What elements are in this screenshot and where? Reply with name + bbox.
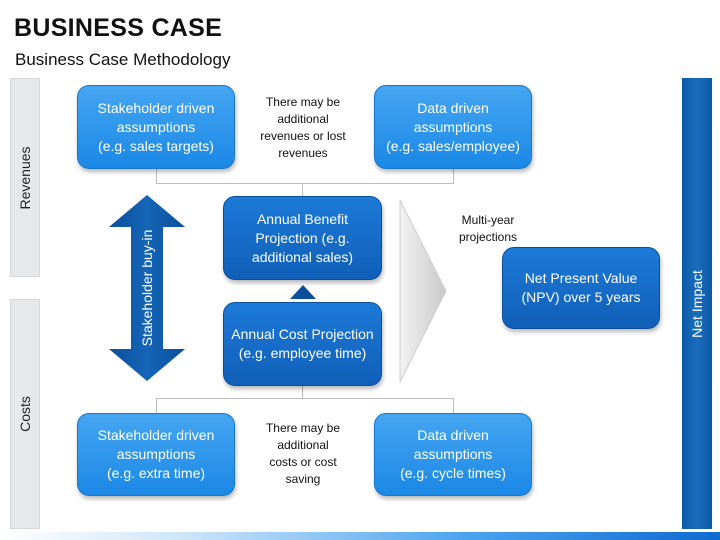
bottom-connector-right — [453, 398, 454, 414]
revenue-data-assumptions-box: Data driven assumptions (e.g. sales/empl… — [374, 85, 532, 169]
top-connector-horizontal — [156, 183, 454, 184]
net-impact-label-text: Net Impact — [689, 269, 705, 338]
revenue-note: There may be additional revenues or lost… — [260, 95, 346, 160]
up-triangle-icon — [290, 285, 316, 299]
annual-benefit-projection-text: Annual Benefit Projection (e.g. addition… — [251, 210, 354, 265]
revenues-side-label: Revenues — [10, 78, 40, 277]
cost-note: There may be additional costs or cost sa… — [265, 421, 341, 486]
cost-stakeholder-assumptions-text: Stakeholder driven assumptions (e.g. ext… — [97, 427, 215, 481]
revenue-stakeholder-assumptions-box: Stakeholder driven assumptions (e.g. sal… — [77, 85, 235, 169]
annual-cost-projection-text: Annual Cost Projection (e.g. employee ti… — [231, 326, 374, 361]
top-connector-right — [453, 168, 454, 184]
revenue-stakeholder-assumptions-text: Stakeholder driven assumptions (e.g. sal… — [97, 99, 215, 154]
revenues-label-text: Revenues — [17, 145, 33, 210]
top-connector-center — [302, 183, 303, 197]
bottom-connector-center — [302, 385, 303, 399]
costs-label-text: Costs — [17, 396, 33, 432]
annual-cost-projection-box: Annual Cost Projection (e.g. employee ti… — [223, 302, 382, 386]
double-arrow-shape — [109, 195, 185, 381]
bottom-connector-left — [156, 398, 157, 414]
bottom-decorative-band — [0, 532, 720, 540]
cost-stakeholder-assumptions-box: Stakeholder driven assumptions (e.g. ext… — [77, 413, 235, 496]
costs-side-label: Costs — [10, 299, 40, 529]
page-subtitle: Business Case Methodology — [15, 50, 231, 69]
stakeholder-buy-in-arrow — [109, 195, 185, 381]
multi-year-projections-note: Multi-year projections — [458, 213, 518, 244]
annual-benefit-projection-box: Annual Benefit Projection (e.g. addition… — [223, 196, 382, 280]
net-impact-bar: Net Impact — [682, 78, 712, 529]
revenue-data-assumptions-text: Data driven assumptions (e.g. sales/empl… — [386, 99, 520, 154]
bottom-connector-horizontal — [156, 398, 454, 399]
top-connector-left — [156, 168, 157, 184]
net-present-value-text: Net Present Value (NPV) over 5 years — [521, 270, 641, 305]
net-present-value-box: Net Present Value (NPV) over 5 years — [502, 247, 660, 329]
cost-data-assumptions-box: Data driven assumptions (e.g. cycle time… — [374, 413, 532, 496]
cost-data-assumptions-text: Data driven assumptions (e.g. cycle time… — [400, 427, 506, 481]
chevron-right-icon — [399, 199, 447, 383]
page-title: BUSINESS CASE — [14, 14, 223, 42]
stakeholder-buy-in-label: Stakeholder buy-in — [139, 229, 155, 347]
